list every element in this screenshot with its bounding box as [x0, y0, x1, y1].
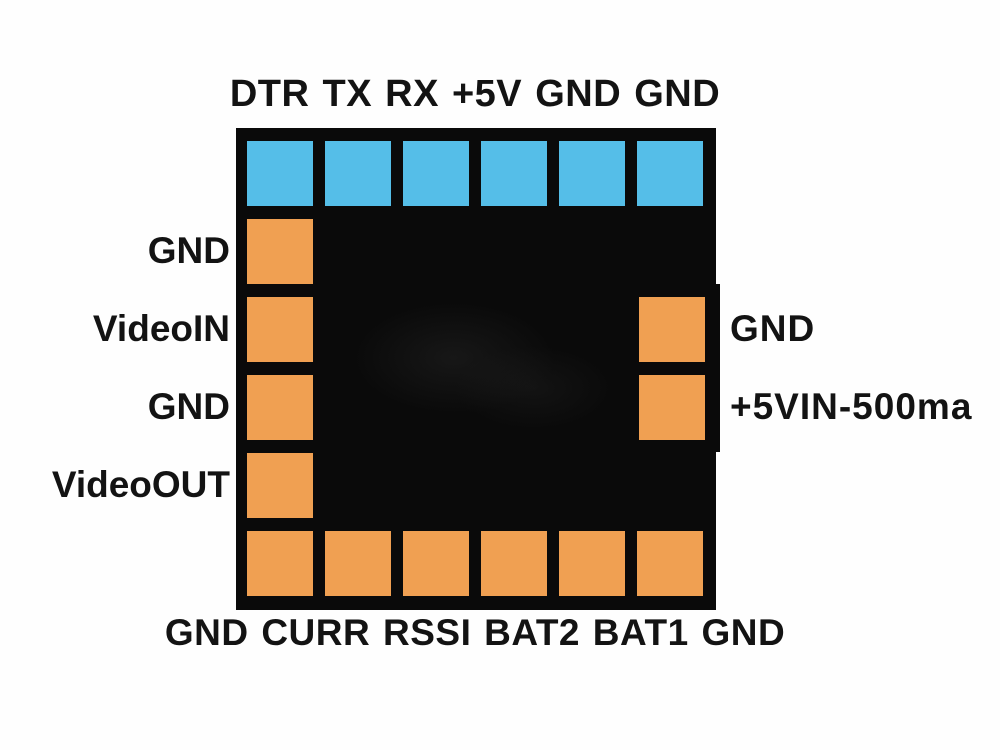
bottom-pin-caption: GND CURR RSSI BAT2 BAT1 GND	[164, 612, 786, 653]
chip-surface-sheen	[326, 268, 646, 468]
left-pad-videoout-4	[247, 453, 313, 518]
bottom-pad-curr-2	[325, 531, 391, 596]
left-pin-label-videoin: VideoIN	[92, 308, 230, 349]
bottom-pad-bat1-5	[559, 531, 625, 596]
top-pad-tx-2	[325, 141, 391, 206]
left-pad-videoin-2	[247, 297, 313, 362]
right-pin-label-gnd: GND	[730, 308, 816, 349]
top-pad-5v-4	[481, 141, 547, 206]
right-pin-label-5vin-500ma: +5VIN-500ma	[730, 386, 973, 427]
left-pad-gnd-1	[247, 219, 313, 284]
chip-right-tab	[710, 284, 720, 452]
bottom-pad-gnd-6	[637, 531, 703, 596]
left-pin-label-gnd: GND	[147, 386, 230, 427]
left-pin-label-videoout: VideoOUT	[51, 464, 230, 505]
left-pin-label-gnd: GND	[147, 230, 230, 271]
bottom-pad-bat2-4	[481, 531, 547, 596]
top-pad-gnd-6	[637, 141, 703, 206]
right-pad-5vin-500ma-2	[639, 375, 705, 440]
chip-body	[236, 128, 716, 610]
bottom-pad-gnd-1	[247, 531, 313, 596]
bottom-pad-rssi-3	[403, 531, 469, 596]
top-pad-gnd-5	[559, 141, 625, 206]
left-pad-gnd-3	[247, 375, 313, 440]
top-pad-rx-3	[403, 141, 469, 206]
right-pad-gnd-1	[639, 297, 705, 362]
top-pad-dtr-1	[247, 141, 313, 206]
top-pin-caption: DTR TX RX +5V GND GND	[229, 73, 721, 115]
